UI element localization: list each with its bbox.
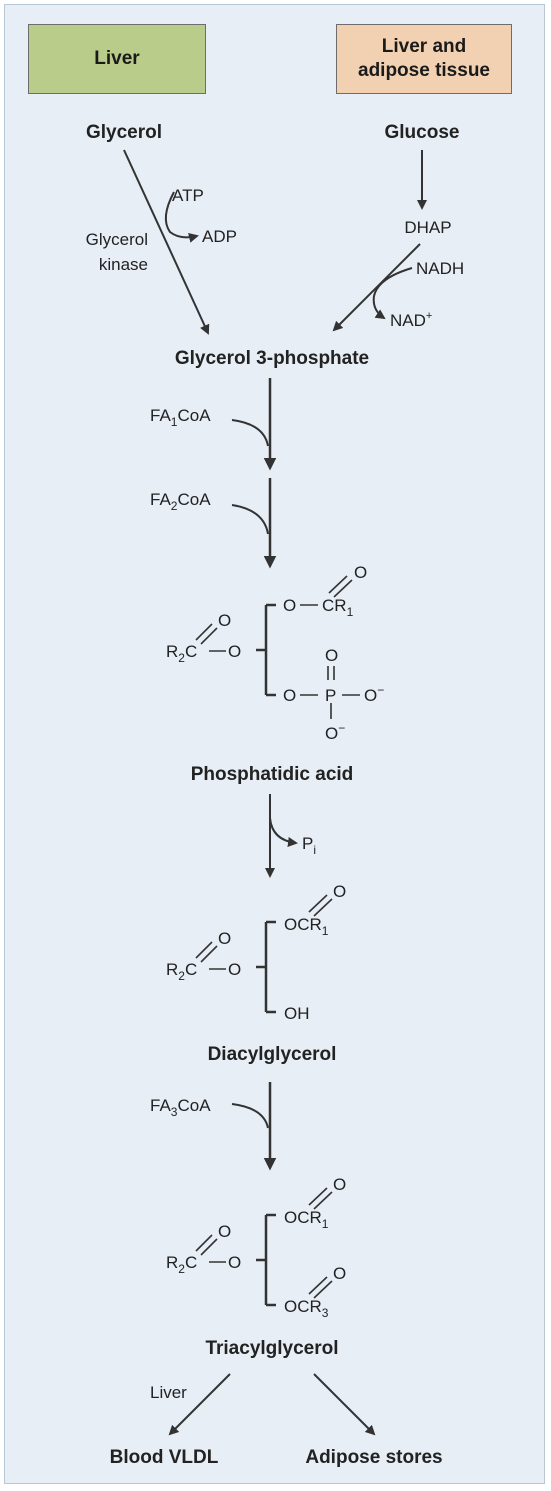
- liver-adipose-box-label-line1: Liver and: [381, 36, 467, 57]
- svg-text:OCR1: OCR1: [284, 915, 329, 938]
- svg-text:O: O: [283, 596, 296, 615]
- pi-release-arrow: [269, 817, 298, 847]
- dhap-to-g3p-arrow: [332, 243, 421, 332]
- svg-text:O: O: [333, 1175, 346, 1194]
- fa3coa-label: FA3CoA: [150, 1096, 211, 1119]
- triacylglycerol-structure: R2C O O OCR1 O OCR3 O: [166, 1175, 346, 1320]
- fa1coa-entry-curve: [231, 419, 269, 447]
- liver-box-label: Liver: [94, 48, 140, 69]
- glycerol-label: Glycerol: [86, 122, 162, 143]
- atp-adp-arrow: [164, 191, 199, 243]
- pi-label: Pi: [302, 834, 316, 857]
- nad-plus-label: NAD+: [390, 310, 432, 330]
- nadh-nad-arrow: [372, 267, 413, 320]
- phosphatidic-acid-label: Phosphatidic acid: [191, 764, 354, 785]
- svg-text:O: O: [333, 882, 346, 901]
- svg-text:P: P: [325, 686, 336, 705]
- glycerol-kinase-label-line1: Glycerol: [86, 230, 148, 249]
- atp-label: ATP: [172, 186, 204, 205]
- fa2coa-label: FA2CoA: [150, 490, 211, 513]
- fa1coa-label: FA1CoA: [150, 406, 211, 429]
- svg-text:O: O: [333, 1264, 346, 1283]
- glycerol-to-g3p-arrow: [123, 149, 210, 335]
- liver-route-label: Liver: [150, 1383, 187, 1402]
- fa2coa-entry-curve: [231, 504, 269, 535]
- svg-text:O−: O−: [364, 683, 384, 705]
- diacylglycerol-structure: R2C O O OCR1 O OH: [166, 882, 346, 1023]
- svg-text:R2C: R2C: [166, 960, 197, 983]
- svg-text:OH: OH: [284, 1004, 310, 1023]
- svg-text:O: O: [325, 646, 338, 665]
- svg-text:R2C: R2C: [166, 642, 197, 665]
- triacylglycerol-label: Triacylglycerol: [205, 1338, 338, 1359]
- glycerol-kinase-label-line2: kinase: [99, 255, 148, 274]
- svg-text:O: O: [218, 611, 231, 630]
- svg-text:O: O: [218, 1222, 231, 1241]
- to-blood-vldl-arrow: [168, 1373, 231, 1436]
- svg-text:R2C: R2C: [166, 1253, 197, 1276]
- nadh-label: NADH: [416, 259, 464, 278]
- diagram-panel: [4, 4, 545, 1484]
- svg-text:O: O: [354, 563, 367, 582]
- blood-vldl-label: Blood VLDL: [110, 1447, 219, 1468]
- svg-text:O: O: [218, 929, 231, 948]
- svg-text:O−: O−: [325, 721, 345, 743]
- dhap-label: DHAP: [404, 218, 451, 237]
- svg-text:OCR3: OCR3: [284, 1297, 329, 1320]
- svg-text:O: O: [283, 686, 296, 705]
- svg-text:CR1: CR1: [322, 596, 354, 619]
- to-adipose-stores-arrow: [313, 1373, 376, 1436]
- glucose-label: Glucose: [385, 122, 460, 143]
- adipose-stores-label: Adipose stores: [305, 1447, 442, 1468]
- fa3coa-entry-curve: [231, 1103, 269, 1129]
- diacylglycerol-label: Diacylglycerol: [208, 1044, 337, 1065]
- liver-adipose-box-label-line2: adipose tissue: [358, 60, 490, 81]
- svg-text:OCR1: OCR1: [284, 1208, 329, 1231]
- liver-adipose-tissue-box: Liver and adipose tissue: [336, 24, 512, 94]
- liver-tissue-box: Liver: [28, 24, 206, 94]
- adp-label: ADP: [202, 227, 237, 246]
- glycerol-3-phosphate-label: Glycerol 3-phosphate: [175, 348, 369, 369]
- svg-text:O: O: [228, 960, 241, 979]
- svg-text:O: O: [228, 1253, 241, 1272]
- phosphatidic-acid-structure: R2C O O O CR1 O O P O− O O−: [166, 563, 384, 743]
- svg-text:O: O: [228, 642, 241, 661]
